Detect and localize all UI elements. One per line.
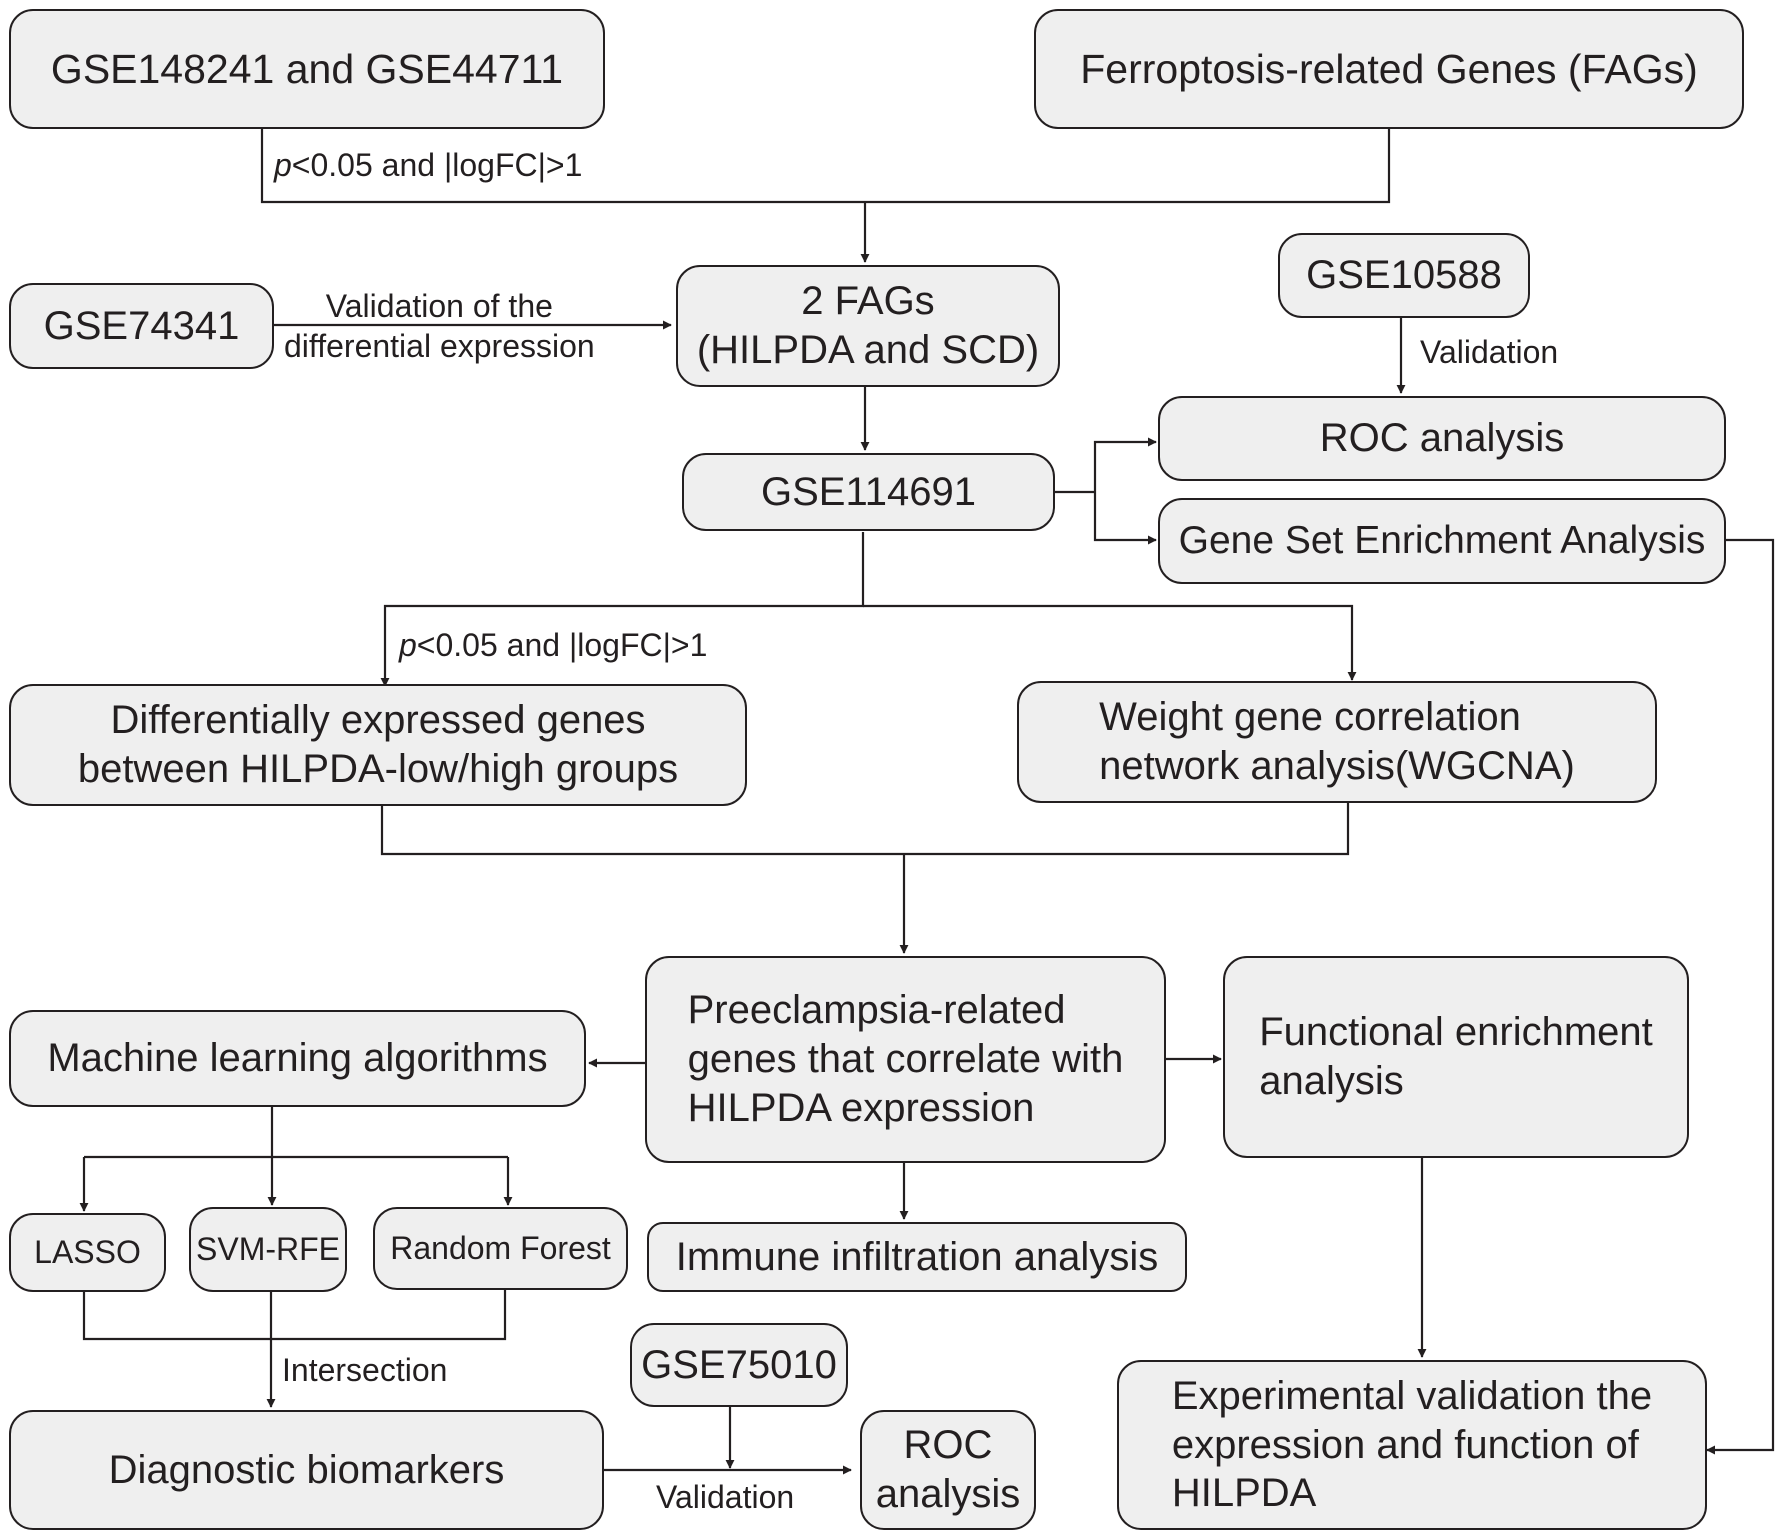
label-filter-mid-p: p (399, 627, 417, 663)
node-func-line1: Functional enrichment (1259, 1010, 1653, 1055)
node-ml-label: Machine learning algorithms (47, 1036, 548, 1081)
node-diag-label: Diagnostic biomarkers (108, 1447, 505, 1492)
node-roc-top-label: ROC analysis (1319, 416, 1565, 461)
node-gse10588: GSE10588 (1278, 233, 1530, 318)
label-filter-mid: p<0.05 and |logFC|>1 (399, 626, 707, 664)
node-pe-line2: genes that correlate with (687, 1037, 1124, 1082)
node-gse74341-label: GSE74341 (43, 303, 240, 348)
label-filter-mid-rest: <0.05 and |logFC|>1 (416, 627, 708, 663)
node-roc-bottom-line1: ROC (903, 1423, 993, 1468)
node-svm-label: SVM-RFE (196, 1230, 340, 1267)
node-2-fags: 2 FAGs (HILPDA and SCD) (676, 265, 1060, 387)
node-pe-line1: Preeclampsia-related (687, 988, 1066, 1033)
label-intersection-text: Intersection (282, 1352, 448, 1388)
edge-gse114691-down (380, 532, 865, 687)
edge-to-gsea (1093, 492, 1157, 545)
node-gse114691: GSE114691 (682, 453, 1055, 531)
node-2fags-line1: 2 FAGs (801, 279, 935, 324)
node-deg-line1: Differentially expressed genes (110, 698, 646, 743)
edge-gsea-to-experimental (1706, 538, 1775, 1455)
node-lasso-label: LASSO (34, 1233, 141, 1270)
node-gsea-label: Gene Set Enrichment Analysis (1178, 519, 1706, 563)
label-validation-top: Validation (1420, 333, 1558, 371)
node-func-line2: analysis (1259, 1059, 1404, 1103)
edge-to-roc-top (1093, 437, 1157, 492)
node-gse148241-label: GSE148241 and GSE44711 (50, 45, 564, 92)
node-deg-line2: between HILPDA-low/high groups (77, 747, 679, 791)
node-pe-line3: HILPDA expression (687, 1085, 1035, 1130)
label-filter-top-p: p (274, 147, 292, 183)
node-2fags-line2: (HILPDA and SCD) (696, 328, 1040, 372)
node-gse74341: GSE74341 (9, 283, 274, 369)
node-wgcna: Weight gene correlation network analysis… (1017, 681, 1657, 803)
node-roc-analysis-top: ROC analysis (1158, 396, 1726, 481)
node-fags-label: Ferroptosis-related Genes (FAGs) (1080, 45, 1698, 92)
node-deg: Differentially expressed genes between H… (9, 684, 747, 806)
edge-gse148241-merge (260, 128, 1391, 204)
node-experimental-validation: Experimental validation the expression a… (1117, 1360, 1707, 1530)
node-gse75010: GSE75010 (630, 1323, 848, 1407)
node-rf-label: Random Forest (390, 1229, 611, 1266)
node-gse148241-gse44711: GSE148241 and GSE44711 (9, 9, 605, 129)
node-exp-line2: expression and function of (1171, 1422, 1639, 1467)
node-exp-line1: Experimental validation the (1171, 1373, 1653, 1418)
node-svm-rfe: SVM-RFE (189, 1207, 347, 1292)
node-functional-enrichment: Functional enrichment analysis (1223, 956, 1689, 1158)
label-filter-top-rest: <0.05 and |logFC|>1 (291, 147, 583, 183)
node-ferroptosis-genes: Ferroptosis-related Genes (FAGs) (1034, 9, 1744, 129)
node-gse10588-label: GSE10588 (1306, 253, 1502, 298)
label-intersection: Intersection (282, 1351, 447, 1389)
node-gsea: Gene Set Enrichment Analysis (1158, 498, 1726, 584)
node-roc-analysis-bottom: ROC analysis (860, 1410, 1036, 1530)
edge-split-right (863, 604, 1357, 681)
label-validation-bottom-text: Validation (656, 1479, 795, 1515)
edge-intersection (82, 1290, 507, 1341)
node-gse114691-label: GSE114691 (761, 469, 976, 514)
label-validation-bottom: Validation (656, 1478, 794, 1516)
label-filter-top: p<0.05 and |logFC|>1 (274, 146, 582, 184)
edge-deg-wgcna-merge (380, 803, 1350, 856)
label-validation-diff-line1: Validation of the (325, 288, 553, 324)
node-roc-bottom-line2: analysis (875, 1472, 1021, 1516)
node-wgcna-line1: Weight gene correlation (1099, 695, 1521, 740)
node-exp-line3: HILPDA (1171, 1471, 1317, 1516)
node-immune-infiltration: Immune infiltration analysis (647, 1222, 1187, 1292)
label-validation-diff: Validation of the differential expressio… (284, 286, 595, 366)
node-diagnostic-biomarkers: Diagnostic biomarkers (9, 1410, 604, 1530)
node-gse75010-label: GSE75010 (641, 1342, 837, 1387)
node-immune-label: Immune infiltration analysis (675, 1234, 1159, 1279)
node-wgcna-line2: network analysis(WGCNA) (1099, 744, 1575, 788)
node-random-forest: Random Forest (373, 1207, 628, 1290)
label-validation-top-text: Validation (1420, 334, 1559, 370)
label-validation-diff-line2: differential expression (284, 328, 595, 364)
node-lasso: LASSO (9, 1213, 166, 1292)
node-preeclampsia-genes: Preeclampsia-related genes that correlat… (645, 956, 1166, 1163)
node-machine-learning: Machine learning algorithms (9, 1010, 586, 1107)
